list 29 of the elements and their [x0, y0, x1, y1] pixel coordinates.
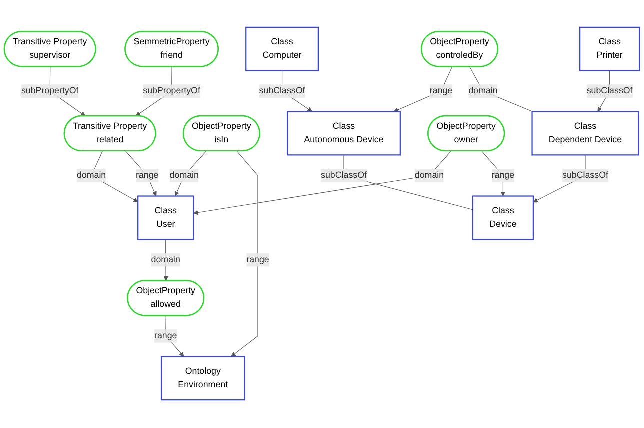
- edge-label: subPropertyOf: [143, 86, 200, 96]
- edge-label: subPropertyOf: [21, 86, 79, 96]
- edge-label: domain: [151, 255, 180, 265]
- edge-label: domain: [414, 170, 444, 180]
- edge-label: subClassOf: [259, 86, 306, 96]
- node-box: Class Dependent Device: [532, 112, 640, 156]
- edge-label: subClassOf: [562, 170, 608, 180]
- edge-label: range: [246, 255, 270, 265]
- arrow: [126, 151, 157, 197]
- node-box: Class Device: [472, 196, 534, 240]
- edge-label: range: [492, 170, 515, 180]
- node-box: Ontology Environment: [160, 356, 246, 401]
- edge-label: range: [430, 86, 453, 96]
- node-box: Class Autonomous Device: [287, 112, 401, 156]
- edge-label: domain: [76, 170, 106, 180]
- arrow: [231, 151, 258, 358]
- connector: [344, 155, 474, 210]
- arrow: [482, 151, 506, 197]
- edge-label: range: [136, 170, 159, 180]
- node-box: Class User: [138, 196, 194, 240]
- arrow: [394, 66, 453, 113]
- edge-label: subClassOf: [321, 170, 367, 180]
- edge-label: subClassOf: [586, 86, 633, 96]
- edge-label: domain: [468, 86, 498, 96]
- node-box: Class Computer: [246, 27, 319, 72]
- arrow: [193, 151, 452, 216]
- edge-label: domain: [170, 170, 199, 180]
- node-box: Class Printer: [580, 27, 640, 72]
- edge-label: range: [154, 331, 178, 341]
